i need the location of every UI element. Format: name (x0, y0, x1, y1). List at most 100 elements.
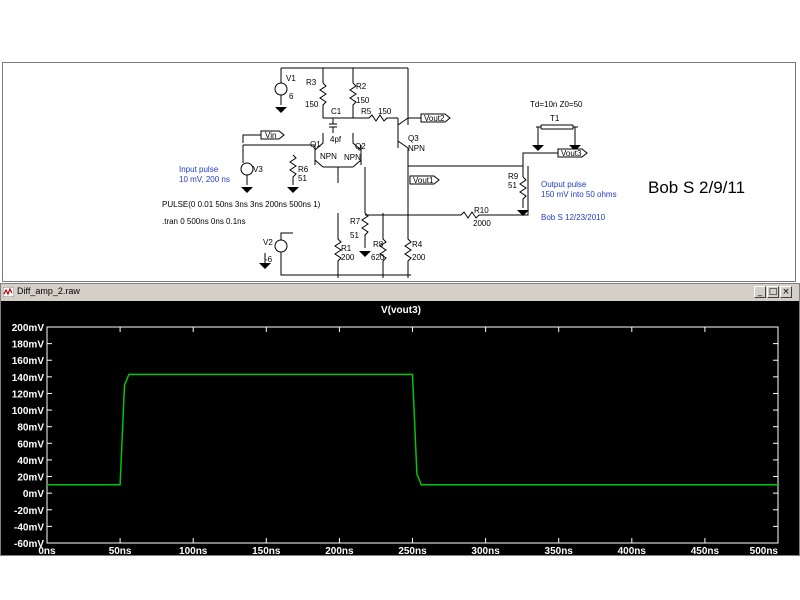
r10-resistor-symbol (365, 166, 529, 219)
r1-label: R1 (341, 244, 352, 253)
vout3-label: Vout3 (561, 149, 582, 158)
v3-label: V3 (253, 165, 263, 174)
r5-value: 150 (378, 107, 392, 116)
t1-line-symbol (536, 124, 578, 130)
c1-capacitor-symbol (329, 118, 337, 133)
plot-background (1, 301, 799, 555)
y-tick-label: 180mV (12, 340, 45, 351)
r3-label: R3 (306, 78, 317, 87)
y-tick-label: 40mV (17, 456, 44, 467)
q1-label: Q1 (310, 140, 321, 149)
vout3-trace-line (47, 373, 778, 486)
plot-axes: 200mV 180mV 160mV 140mV 120mV 100mV 80mV 60mV 40… (12, 323, 779, 555)
q3-type: NPN (408, 144, 425, 153)
vout2-label: Vout2 (424, 114, 445, 123)
y-tick-label: 60mV (17, 439, 44, 450)
output-pulse-line2: 150 mV into 50 ohms (541, 190, 617, 199)
y-tick-label: 0mV (23, 489, 44, 500)
window-titlebar[interactable]: Diff_amp_2.raw _ □ × (1, 284, 799, 301)
x-tick-label: 0ns (38, 546, 56, 555)
c1-label: C1 (331, 107, 342, 116)
r7-label: R7 (350, 217, 361, 226)
r10-value: 2000 (473, 219, 491, 228)
r2-label: R2 (356, 82, 367, 91)
output-pulse-line1: Output pulse (541, 180, 587, 189)
q2-type: NPN (344, 153, 361, 162)
schematic-drawing: V1 6 R3 150 R2 150 C1 4pf R5 150 Q3 NPN … (162, 67, 617, 278)
y-tick-label: 120mV (12, 389, 45, 400)
x-tick-label: 50ns (109, 546, 132, 555)
y-tick-label: 140mV (12, 373, 45, 384)
r1-value: 200 (341, 253, 355, 262)
vout1-label: Vout1 (413, 176, 434, 185)
schematic-panel: V1 6 R3 150 R2 150 C1 4pf R5 150 Q3 NPN … (2, 62, 796, 282)
window-title: Diff_amp_2.raw (17, 286, 80, 296)
minimize-button[interactable]: _ (754, 286, 766, 298)
v3-source-symbol (240, 162, 254, 176)
q3-label: Q3 (408, 134, 419, 143)
x-tick-label: 100ns (179, 546, 208, 555)
maximize-button[interactable]: □ (767, 286, 779, 298)
author-note: Bob S 12/23/2010 (541, 213, 606, 222)
v1-source-symbol (274, 82, 288, 96)
y-tick-label: 80mV (17, 423, 44, 434)
y-tick-label: -40mV (14, 522, 44, 533)
y-tick-label: 200mV (12, 323, 45, 334)
v2-label: V2 (263, 238, 273, 247)
v2-source-symbol (274, 239, 288, 253)
r8-value: 620 (371, 253, 385, 262)
r4-label: R4 (412, 240, 423, 249)
y-tick-label: -20mV (14, 506, 44, 517)
r3-value: 150 (305, 100, 319, 109)
r2-resistor-symbol (349, 82, 357, 118)
waveform-icon (3, 287, 14, 297)
pulse-directive: PULSE(0 0.01 50ns 3ns 3ns 200ns 500ns 1) (162, 200, 321, 209)
trace-title[interactable]: V(vout3) (381, 305, 421, 316)
x-tick-label: 300ns (471, 546, 500, 555)
r6-resistor-symbol (289, 154, 297, 185)
r8-resistor-symbol (379, 213, 387, 278)
tran-directive: .tran 0 500ns 0ns 0.1ns (162, 217, 246, 226)
y-tick-label: 100mV (12, 406, 45, 417)
x-tick-label: 500ns (750, 546, 779, 555)
x-tick-label: 400ns (618, 546, 647, 555)
x-tick-label: 450ns (691, 546, 720, 555)
q3-transistor-symbol (397, 117, 409, 173)
r3-resistor-symbol (319, 82, 327, 118)
r9-resistor-symbol (519, 176, 527, 208)
r10-label: R10 (474, 206, 489, 215)
r6-value: 51 (298, 174, 307, 183)
t1-value: Td=10n Z0=50 (530, 100, 583, 109)
r2-value: 150 (356, 96, 370, 105)
r4-value: 200 (412, 253, 426, 262)
vout1-net-flag (409, 175, 440, 185)
r6-label: R6 (298, 165, 309, 174)
waveform-window: Diff_amp_2.raw _ □ × V(vout3) 200mV 180mV… (0, 283, 800, 556)
x-tick-label: 150ns (252, 546, 281, 555)
t1-label: T1 (550, 114, 560, 123)
input-pulse-line1: Input pulse (179, 165, 219, 174)
r5-resistor-symbol (353, 114, 398, 122)
r9-value: 51 (508, 181, 517, 190)
r4-resistor-symbol (404, 173, 412, 278)
input-pulse-line2: 10 mV, 200 ns (179, 175, 230, 184)
y-tick-label: -60mV (14, 539, 44, 550)
close-button[interactable]: × (780, 286, 792, 298)
r9-label: R9 (508, 172, 519, 181)
v1-label: V1 (286, 74, 296, 83)
vout2-net-flag (420, 113, 451, 123)
y-tick-label: 160mV (12, 356, 45, 367)
waveform-plot[interactable]: V(vout3) 200mV 180mV 160mV 140mV 120mV 100mV 8… (1, 301, 799, 555)
q2-transistor-symbol (352, 133, 362, 168)
v2-value: -6 (265, 255, 273, 264)
r1-resistor-symbol (334, 213, 342, 278)
vin-label: Vin (265, 131, 276, 140)
x-tick-label: 350ns (545, 546, 574, 555)
y-tick-label: 20mV (17, 473, 44, 484)
signature-text: Bob S 2/9/11 (648, 178, 746, 197)
vout3-net-flag (557, 148, 588, 158)
r5-label: R5 (361, 107, 372, 116)
v1-value: 6 (289, 92, 294, 101)
ground-symbols (241, 107, 581, 269)
q1-transistor-symbol (314, 133, 324, 168)
